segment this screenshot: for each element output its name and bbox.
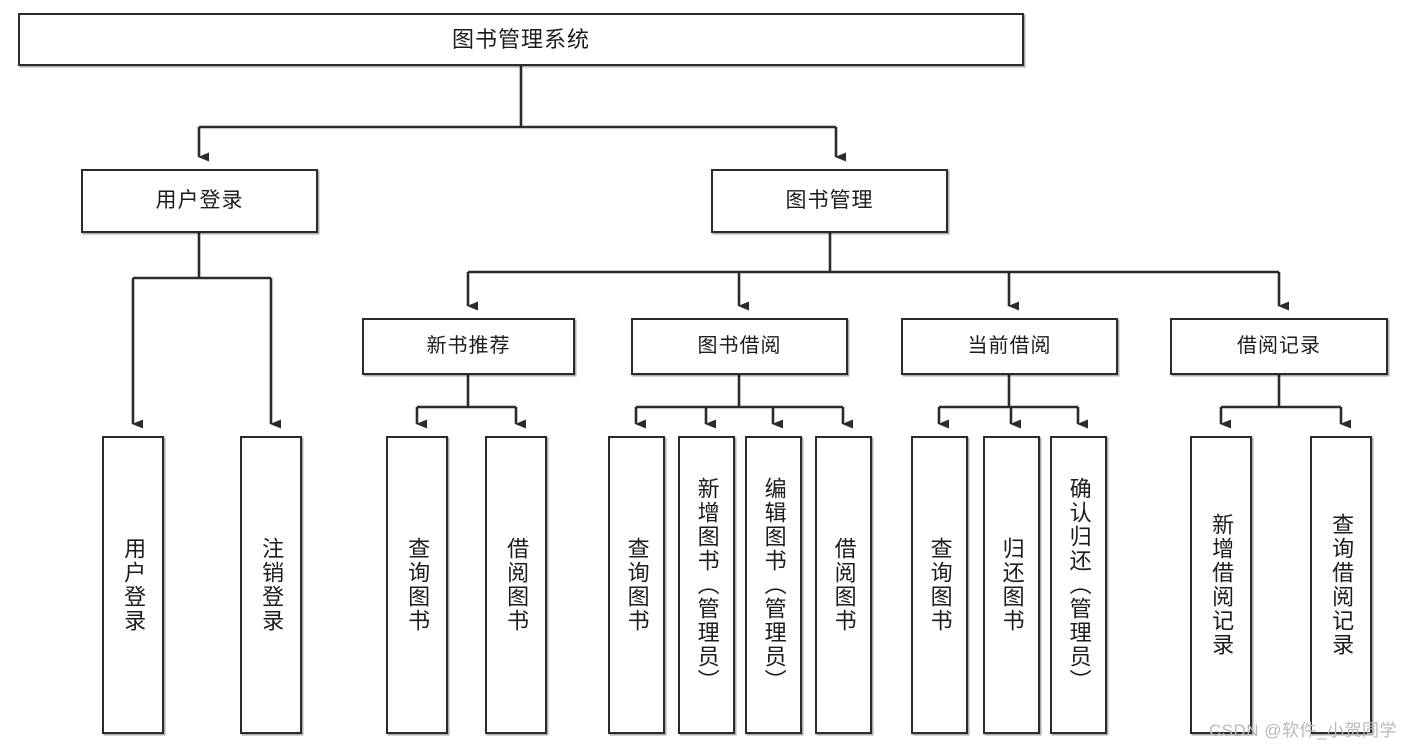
node-book-manage[interactable]: 图书管理	[711, 169, 948, 233]
node-new-book-recommend-label: 新书推荐	[426, 335, 511, 357]
node-user-login-label: 用户登录	[155, 188, 244, 212]
node-book-borrow[interactable]: 图书借阅	[631, 318, 848, 375]
node-leaf-borrow-book-1[interactable]: 借阅图书	[485, 436, 547, 734]
node-leaf-query-book-1[interactable]: 查询图书	[386, 436, 448, 734]
node-leaf-query-book-3[interactable]: 查询图书	[911, 436, 968, 734]
node-leaf-logout[interactable]: 注销登录	[240, 436, 302, 734]
node-leaf-borrow-book-1-label: 借阅图书	[504, 537, 530, 633]
node-leaf-return-book-label: 归还图书	[999, 537, 1025, 633]
node-leaf-query-book-2-label: 查询图书	[624, 537, 650, 633]
node-current-borrow-label: 当前借阅	[967, 335, 1052, 357]
node-leaf-confirm-return[interactable]: 确认归还（管理员）	[1050, 436, 1107, 734]
node-new-book-recommend[interactable]: 新书推荐	[362, 318, 575, 375]
node-leaf-logout-label: 注销登录	[259, 537, 285, 633]
node-leaf-edit-book[interactable]: 编辑图书（管理员）	[745, 436, 802, 734]
node-user-login[interactable]: 用户登录	[81, 169, 318, 233]
node-leaf-query-book-1-label: 查询图书	[405, 537, 431, 633]
watermark: CSDN @软件_小贺同学	[1208, 721, 1397, 740]
node-book-manage-label: 图书管理	[785, 188, 874, 212]
node-leaf-query-record[interactable]: 查询借阅记录	[1310, 436, 1372, 734]
node-leaf-add-book-label: 新增图书（管理员）	[694, 477, 720, 693]
node-leaf-borrow-book-2[interactable]: 借阅图书	[815, 436, 872, 734]
node-leaf-edit-book-label: 编辑图书（管理员）	[761, 477, 787, 693]
node-leaf-add-record-label: 新增借阅记录	[1209, 513, 1235, 657]
node-leaf-return-book[interactable]: 归还图书	[983, 436, 1040, 734]
node-root-label: 图书管理系统	[451, 26, 590, 52]
node-book-borrow-label: 图书借阅	[697, 335, 782, 357]
node-leaf-borrow-book-2-label: 借阅图书	[831, 537, 857, 633]
node-leaf-user-login-label: 用户登录	[121, 537, 147, 633]
node-leaf-user-login[interactable]: 用户登录	[102, 436, 164, 734]
node-leaf-query-record-label: 查询借阅记录	[1329, 513, 1355, 657]
node-leaf-add-book[interactable]: 新增图书（管理员）	[678, 436, 735, 734]
node-leaf-query-book-2[interactable]: 查询图书	[608, 436, 665, 734]
node-current-borrow[interactable]: 当前借阅	[901, 318, 1118, 375]
node-leaf-add-record[interactable]: 新增借阅记录	[1190, 436, 1252, 734]
node-leaf-query-book-3-label: 查询图书	[927, 537, 953, 633]
node-root[interactable]: 图书管理系统	[18, 13, 1024, 66]
node-borrow-record-label: 借阅记录	[1237, 335, 1321, 357]
node-leaf-confirm-return-label: 确认归还（管理员）	[1066, 477, 1092, 693]
node-borrow-record[interactable]: 借阅记录	[1170, 318, 1388, 375]
